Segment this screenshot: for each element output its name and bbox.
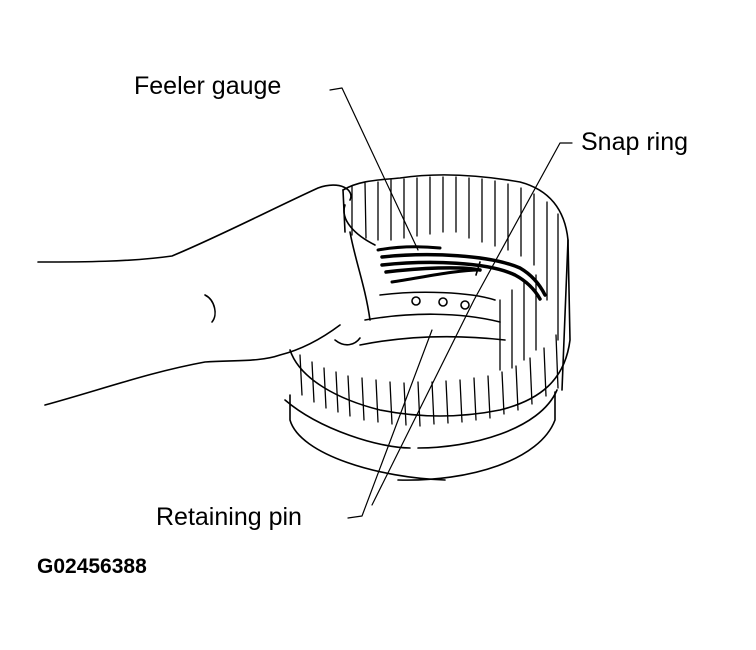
figure-id: G02456388 <box>37 555 147 578</box>
drum-inner-ring <box>359 261 506 346</box>
retaining-pin-label: Retaining pin <box>156 503 302 531</box>
drum-base-flange <box>284 389 558 481</box>
snap-ring-leader <box>371 142 573 506</box>
leader-lines <box>329 87 573 519</box>
feeler-gauge-leader <box>329 87 419 251</box>
drum-splines <box>299 176 559 427</box>
feeler-gauge-blade <box>376 245 482 284</box>
feeler-gauge-label: Feeler gauge <box>134 72 282 100</box>
snap-ring-label: Snap ring <box>581 128 689 156</box>
retaining-pin-leader <box>347 329 433 519</box>
hand <box>37 184 376 406</box>
